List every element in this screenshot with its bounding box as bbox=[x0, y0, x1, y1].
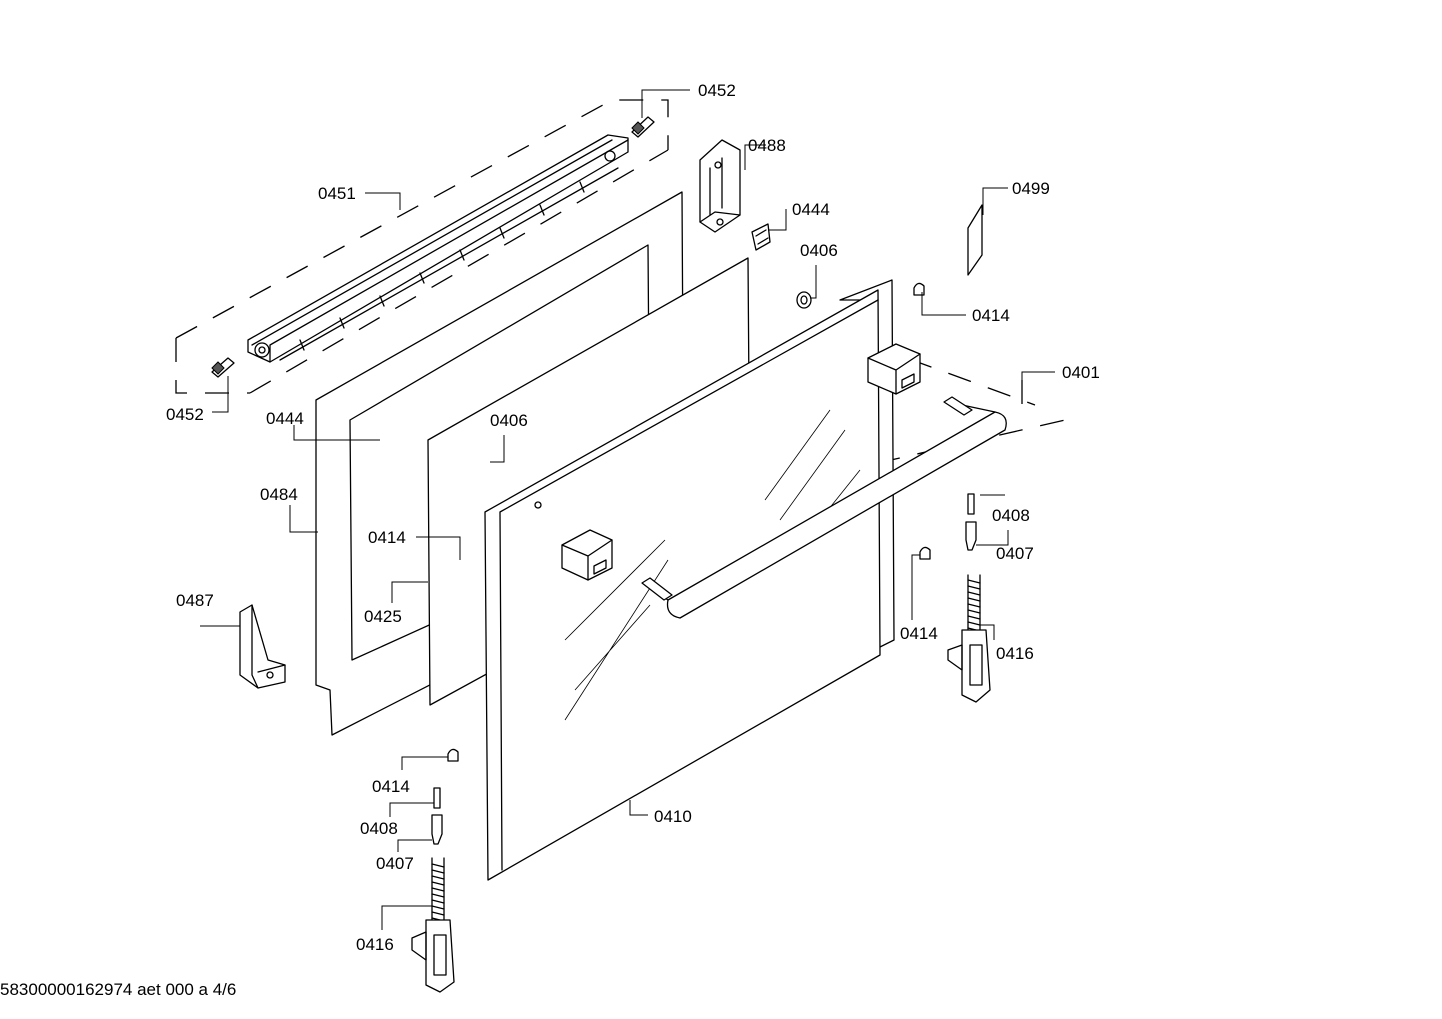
pin-0407-right bbox=[965, 521, 977, 551]
pin-0408-left bbox=[433, 787, 441, 809]
clip-part-upper bbox=[751, 223, 771, 251]
thin-strip-part bbox=[967, 204, 983, 276]
callout-0408-right: 0408 bbox=[992, 506, 1030, 525]
callout-0414-lower-right: 0414 bbox=[900, 624, 938, 643]
callout-0499: 0499 bbox=[1012, 179, 1050, 198]
hinge-0416-left bbox=[411, 857, 455, 993]
callout-0488: 0488 bbox=[748, 136, 786, 155]
callout-0406-upper: 0406 bbox=[800, 241, 838, 260]
callout-0452-left: 0452 bbox=[166, 405, 204, 424]
handle-mount-left bbox=[561, 529, 613, 581]
lower-bracket-part bbox=[239, 604, 286, 689]
hinge-0416-right bbox=[947, 574, 991, 703]
document-id-footer: 58300000162974 aet 000 a 4/6 bbox=[0, 980, 237, 999]
callout-0444-upper: 0444 bbox=[792, 200, 830, 219]
callout-0416-left: 0416 bbox=[356, 935, 394, 954]
callout-0451: 0451 bbox=[318, 184, 356, 203]
hinge-bracket-part bbox=[699, 139, 741, 233]
pin-part-left bbox=[211, 357, 235, 378]
top-trim-strip-part bbox=[247, 134, 629, 363]
callout-0408-left: 0408 bbox=[360, 819, 398, 838]
leader-lines bbox=[200, 89, 1055, 930]
callout-0416-right: 0416 bbox=[996, 644, 1034, 663]
callout-0410: 0410 bbox=[654, 807, 692, 826]
cap-part-4 bbox=[447, 748, 459, 762]
callout-0407-right: 0407 bbox=[996, 544, 1034, 563]
callout-0406-lower: 0406 bbox=[490, 411, 528, 430]
callout-0484: 0484 bbox=[260, 485, 298, 504]
handle-mount-right bbox=[867, 343, 921, 395]
callout-0414-middle: 0414 bbox=[368, 528, 406, 547]
callout-labels: 0452 0488 0451 0499 0444 0406 0414 0401 … bbox=[166, 81, 1100, 954]
callout-0425: 0425 bbox=[364, 607, 402, 626]
pin-0407-left bbox=[431, 814, 443, 845]
spacer-part-upper bbox=[796, 291, 812, 309]
callout-0444-lower: 0444 bbox=[266, 409, 304, 428]
pin-part-top bbox=[631, 116, 655, 138]
pin-0408-right bbox=[967, 493, 975, 515]
callout-0487: 0487 bbox=[176, 591, 214, 610]
cap-part-3 bbox=[919, 546, 931, 560]
callout-0407-left: 0407 bbox=[376, 854, 414, 873]
outer-door-glass-part bbox=[484, 289, 881, 881]
callout-0401: 0401 bbox=[1062, 363, 1100, 382]
door-handle-bar-part bbox=[641, 396, 1007, 619]
callout-0414-upper-right: 0414 bbox=[972, 306, 1010, 325]
callout-0452-top: 0452 bbox=[698, 81, 736, 100]
callout-0414-lower-left: 0414 bbox=[372, 777, 410, 796]
